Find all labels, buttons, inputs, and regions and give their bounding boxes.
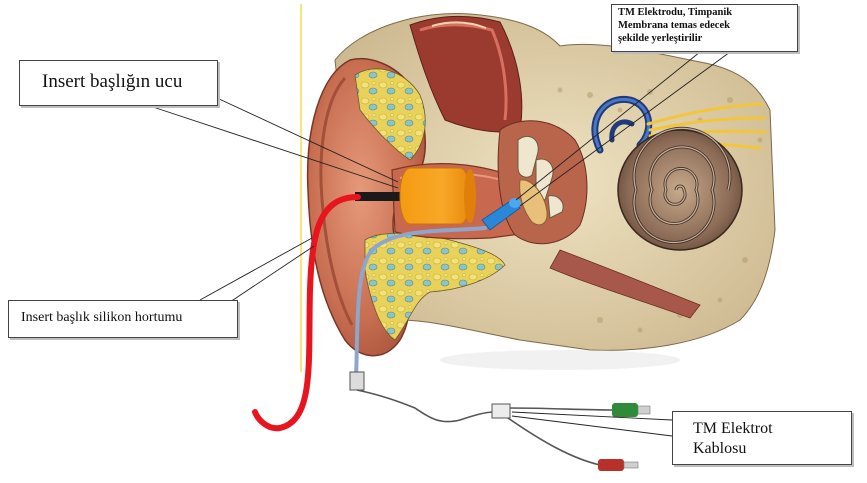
callout-tm-cable: [512, 412, 672, 436]
callout-silicone-hose: [200, 238, 314, 302]
green-plug: [612, 403, 650, 417]
label-tm-cable: TM Elektrot Kablosu: [672, 411, 852, 465]
label-insert-tip: Insert başlığın ucu: [19, 60, 218, 106]
cochlea: [618, 128, 742, 250]
label-tm-electrode-line2: Membrana temas edecek: [618, 19, 797, 32]
cable-connector: [350, 372, 364, 390]
label-tm-electrode-line1: TM Elektrodu, Timpanik: [618, 6, 797, 19]
red-plug: [598, 459, 638, 471]
label-tm-electrode: TM Elektrodu, Timpanik Membrana temas ed…: [611, 4, 798, 52]
cable-splitter: [492, 404, 510, 418]
label-silicone-hose-text: Insert başlık silikon hortumu: [21, 310, 237, 326]
cable-wire: [357, 390, 495, 422]
label-tm-cable-line1: TM Elektrot: [693, 419, 851, 439]
insert-connector: [355, 192, 405, 201]
label-insert-tip-text: Insert başlığın ucu: [42, 71, 217, 93]
insert-tip: [400, 168, 470, 224]
label-silicone-hose: Insert başlık silikon hortumu: [8, 300, 238, 338]
label-tm-electrode-line3: şekilde yerleştirilir: [618, 32, 797, 45]
label-tm-cable-line2: Kablosu: [693, 439, 851, 459]
